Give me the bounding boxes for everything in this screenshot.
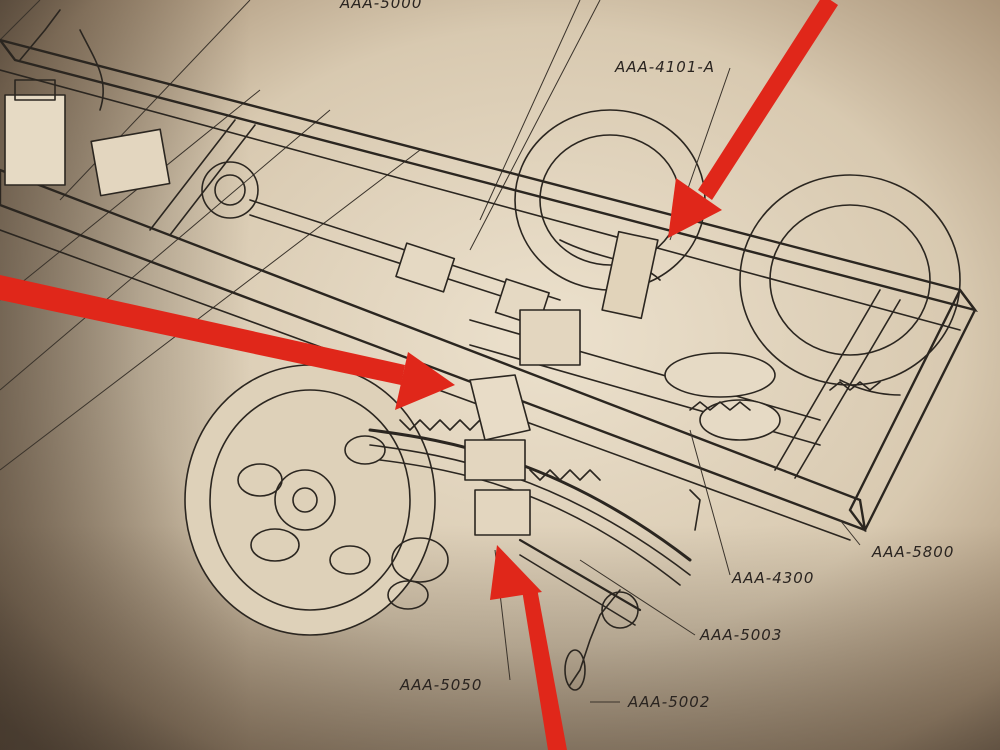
- callout-aaa-5000: AAA-5000: [339, 0, 422, 12]
- arrow-top-right: [668, 0, 838, 238]
- callout-aaa-4101-a: AAA-4101-A: [614, 58, 715, 76]
- callout-aaa-5002: AAA-5002: [627, 693, 710, 711]
- shock-absorber: [689, 381, 881, 411]
- transmission-unit: [4, 9, 259, 219]
- perspective-lines: [0, 0, 601, 471]
- callout-aaa-5800: AAA-5800: [871, 543, 954, 561]
- callout-aaa-5050: AAA-5050: [399, 676, 482, 694]
- callout-aaa-5003: AAA-5003: [699, 626, 782, 644]
- rear-axle-assembly: [469, 230, 901, 446]
- arrow-bottom: [490, 545, 567, 750]
- red-arrows: [0, 0, 838, 750]
- front-axle: [518, 489, 701, 691]
- arrow-left: [0, 275, 455, 410]
- spring-hanger-bracket: [464, 374, 531, 536]
- callout-aaa-4300: AAA-4300: [731, 569, 814, 587]
